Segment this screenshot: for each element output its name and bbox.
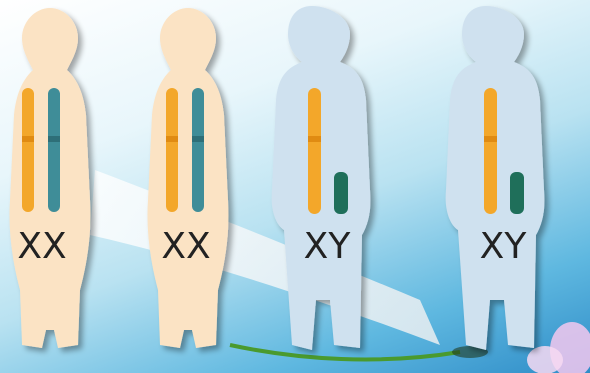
karyotype-label: XY [480, 226, 528, 267]
x-chromosome [22, 88, 34, 212]
female-silhouette [147, 8, 228, 348]
background-vine [230, 345, 460, 359]
background-flower [527, 346, 563, 373]
x-chromosome [308, 88, 321, 214]
x-chromosome-band [308, 136, 321, 142]
y-chromosome [334, 172, 348, 214]
x-chromosome-band [484, 136, 497, 142]
background-ribbon [90, 170, 440, 345]
female-figure-2 [147, 8, 228, 348]
karyotype-label: XY [304, 226, 352, 267]
x-chromosome [166, 88, 178, 212]
karyotype-label: XX [161, 226, 210, 267]
karyotype-label: XX [17, 226, 66, 267]
x-chromosome-band [192, 136, 204, 142]
male-silhouette [272, 6, 371, 350]
x-chromosome [48, 88, 60, 212]
x-chromosome-band [48, 136, 60, 142]
x-chromosome [484, 88, 497, 214]
male-figure-1 [272, 6, 371, 350]
y-chromosome [510, 172, 524, 214]
x-chromosome-band [22, 136, 34, 142]
x-chromosome [192, 88, 204, 212]
x-chromosome-band [166, 136, 178, 142]
